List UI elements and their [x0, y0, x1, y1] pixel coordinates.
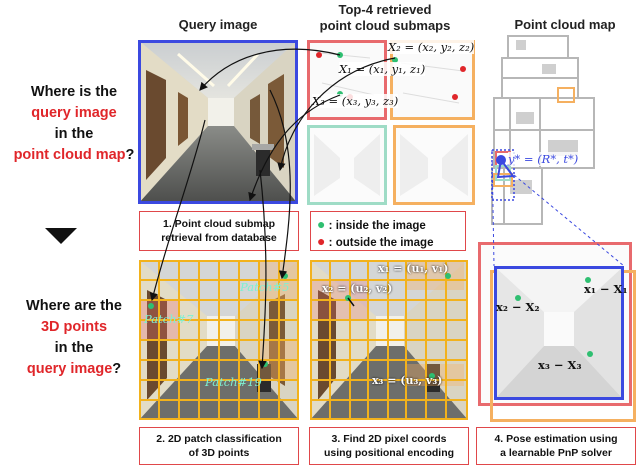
- camera-frustum-icon: [496, 157, 515, 179]
- question-2-line3: in the: [54, 340, 94, 356]
- submap-3-points: [314, 134, 380, 196]
- pixel-label-x2: x₂ = (u₂, v₂): [322, 282, 393, 295]
- step-3-caption: 3. Find 2D pixel coords using positional…: [309, 427, 469, 465]
- top4-header-line1: Top-4 retrieved: [338, 2, 432, 17]
- green-dot-icon: ●: [317, 216, 326, 232]
- submap-2-outside-point-2: [452, 94, 458, 100]
- question-2-line1: Where are the: [26, 298, 122, 314]
- legend-inside: ● : inside the image: [317, 216, 426, 232]
- submap-label-x2: X₂ = (x₂, y₂, z₂): [388, 40, 475, 54]
- legend-box: ● : inside the image ● : outside the ima…: [310, 211, 466, 251]
- question-1-highlight1: query image: [31, 105, 117, 121]
- correspondence-1: x₁ − X₁: [584, 282, 628, 296]
- step-4-caption: 4. Pose estimation using a learnable PnP…: [476, 427, 636, 465]
- point-cloud-map-header: Point cloud map: [514, 17, 616, 32]
- step-2-line1: 2. 2D patch classification: [156, 433, 282, 445]
- submap-label-x1: X₁ = (x₁, y₁, z₁): [339, 62, 426, 76]
- pixel-label-x3: x₃ = (u₃, v₃): [372, 374, 443, 387]
- step-3-line2: using positional encoding: [323, 447, 455, 459]
- legend-inside-label: : inside the image: [328, 220, 426, 232]
- question-1: Where is the query image in the point cl…: [0, 82, 148, 166]
- question-2-mark: ?: [112, 361, 122, 377]
- submap-4: [393, 125, 475, 205]
- submap-label-x3: X₃ = (x₃, y₃, z₃): [312, 94, 399, 108]
- question-1-line3: in the: [54, 126, 94, 142]
- legend-outside-label: : outside the image: [328, 237, 434, 249]
- patch-label-7: Patch#7: [144, 312, 194, 326]
- submap-4-points: [400, 134, 468, 196]
- point-cloud-map: [491, 35, 595, 225]
- down-triangle-icon: [45, 228, 77, 244]
- question-1-mark: ?: [125, 147, 135, 163]
- step-2-caption: 2. 2D patch classification of 3D points: [139, 427, 299, 465]
- question-2-highlight1: 3D points: [40, 319, 108, 335]
- correspondence-3: x₃ − X₃: [538, 358, 582, 372]
- patch-label-5: Patch#5: [240, 280, 290, 294]
- top4-header-line2: point cloud submaps: [319, 18, 451, 33]
- query-image: [138, 40, 298, 204]
- question-1-line4: point cloud map?: [0, 145, 148, 166]
- question-2-highlight2: query image: [26, 361, 113, 377]
- patch-label-19: Patch#19: [205, 375, 262, 389]
- step-1-caption: 1. Point cloud submap retrieval from dat…: [139, 211, 299, 251]
- question-1-line1: Where is the: [30, 84, 118, 100]
- question-2: Where are the 3D points in the query ima…: [0, 296, 148, 380]
- step-1-line2: retrieval from database: [161, 232, 277, 244]
- pixel-label-x1: x₁ = (u₁, v₁): [378, 262, 449, 275]
- top4-header: Top-4 retrieved point cloud submaps: [305, 2, 465, 34]
- submap-2-outside-point: [460, 66, 466, 72]
- submap-3: [307, 125, 387, 205]
- correspondence-2: x₂ − X₂: [496, 300, 540, 314]
- x1-point: [337, 52, 343, 58]
- question-1-highlight2: point cloud map: [13, 147, 126, 163]
- pose-label: y* = (R*, t*): [508, 152, 579, 166]
- step-4-line1: 4. Pose estimation using: [494, 433, 618, 445]
- pose-scene: [494, 266, 624, 400]
- pixel-coords-image: [310, 260, 468, 420]
- step-4-line2: a learnable PnP solver: [500, 447, 612, 459]
- step-3-line1: 3. Find 2D pixel coords: [331, 433, 447, 445]
- question-2-line4: query image?: [0, 359, 148, 380]
- step-1-line1: 1. Point cloud submap: [162, 218, 275, 230]
- step-2-line2: of 3D points: [188, 447, 250, 459]
- legend-outside: ● : outside the image: [317, 233, 433, 249]
- submap-2-points: [400, 62, 466, 104]
- red-dot-icon: ●: [317, 233, 326, 249]
- query-image-header: Query image: [178, 17, 258, 32]
